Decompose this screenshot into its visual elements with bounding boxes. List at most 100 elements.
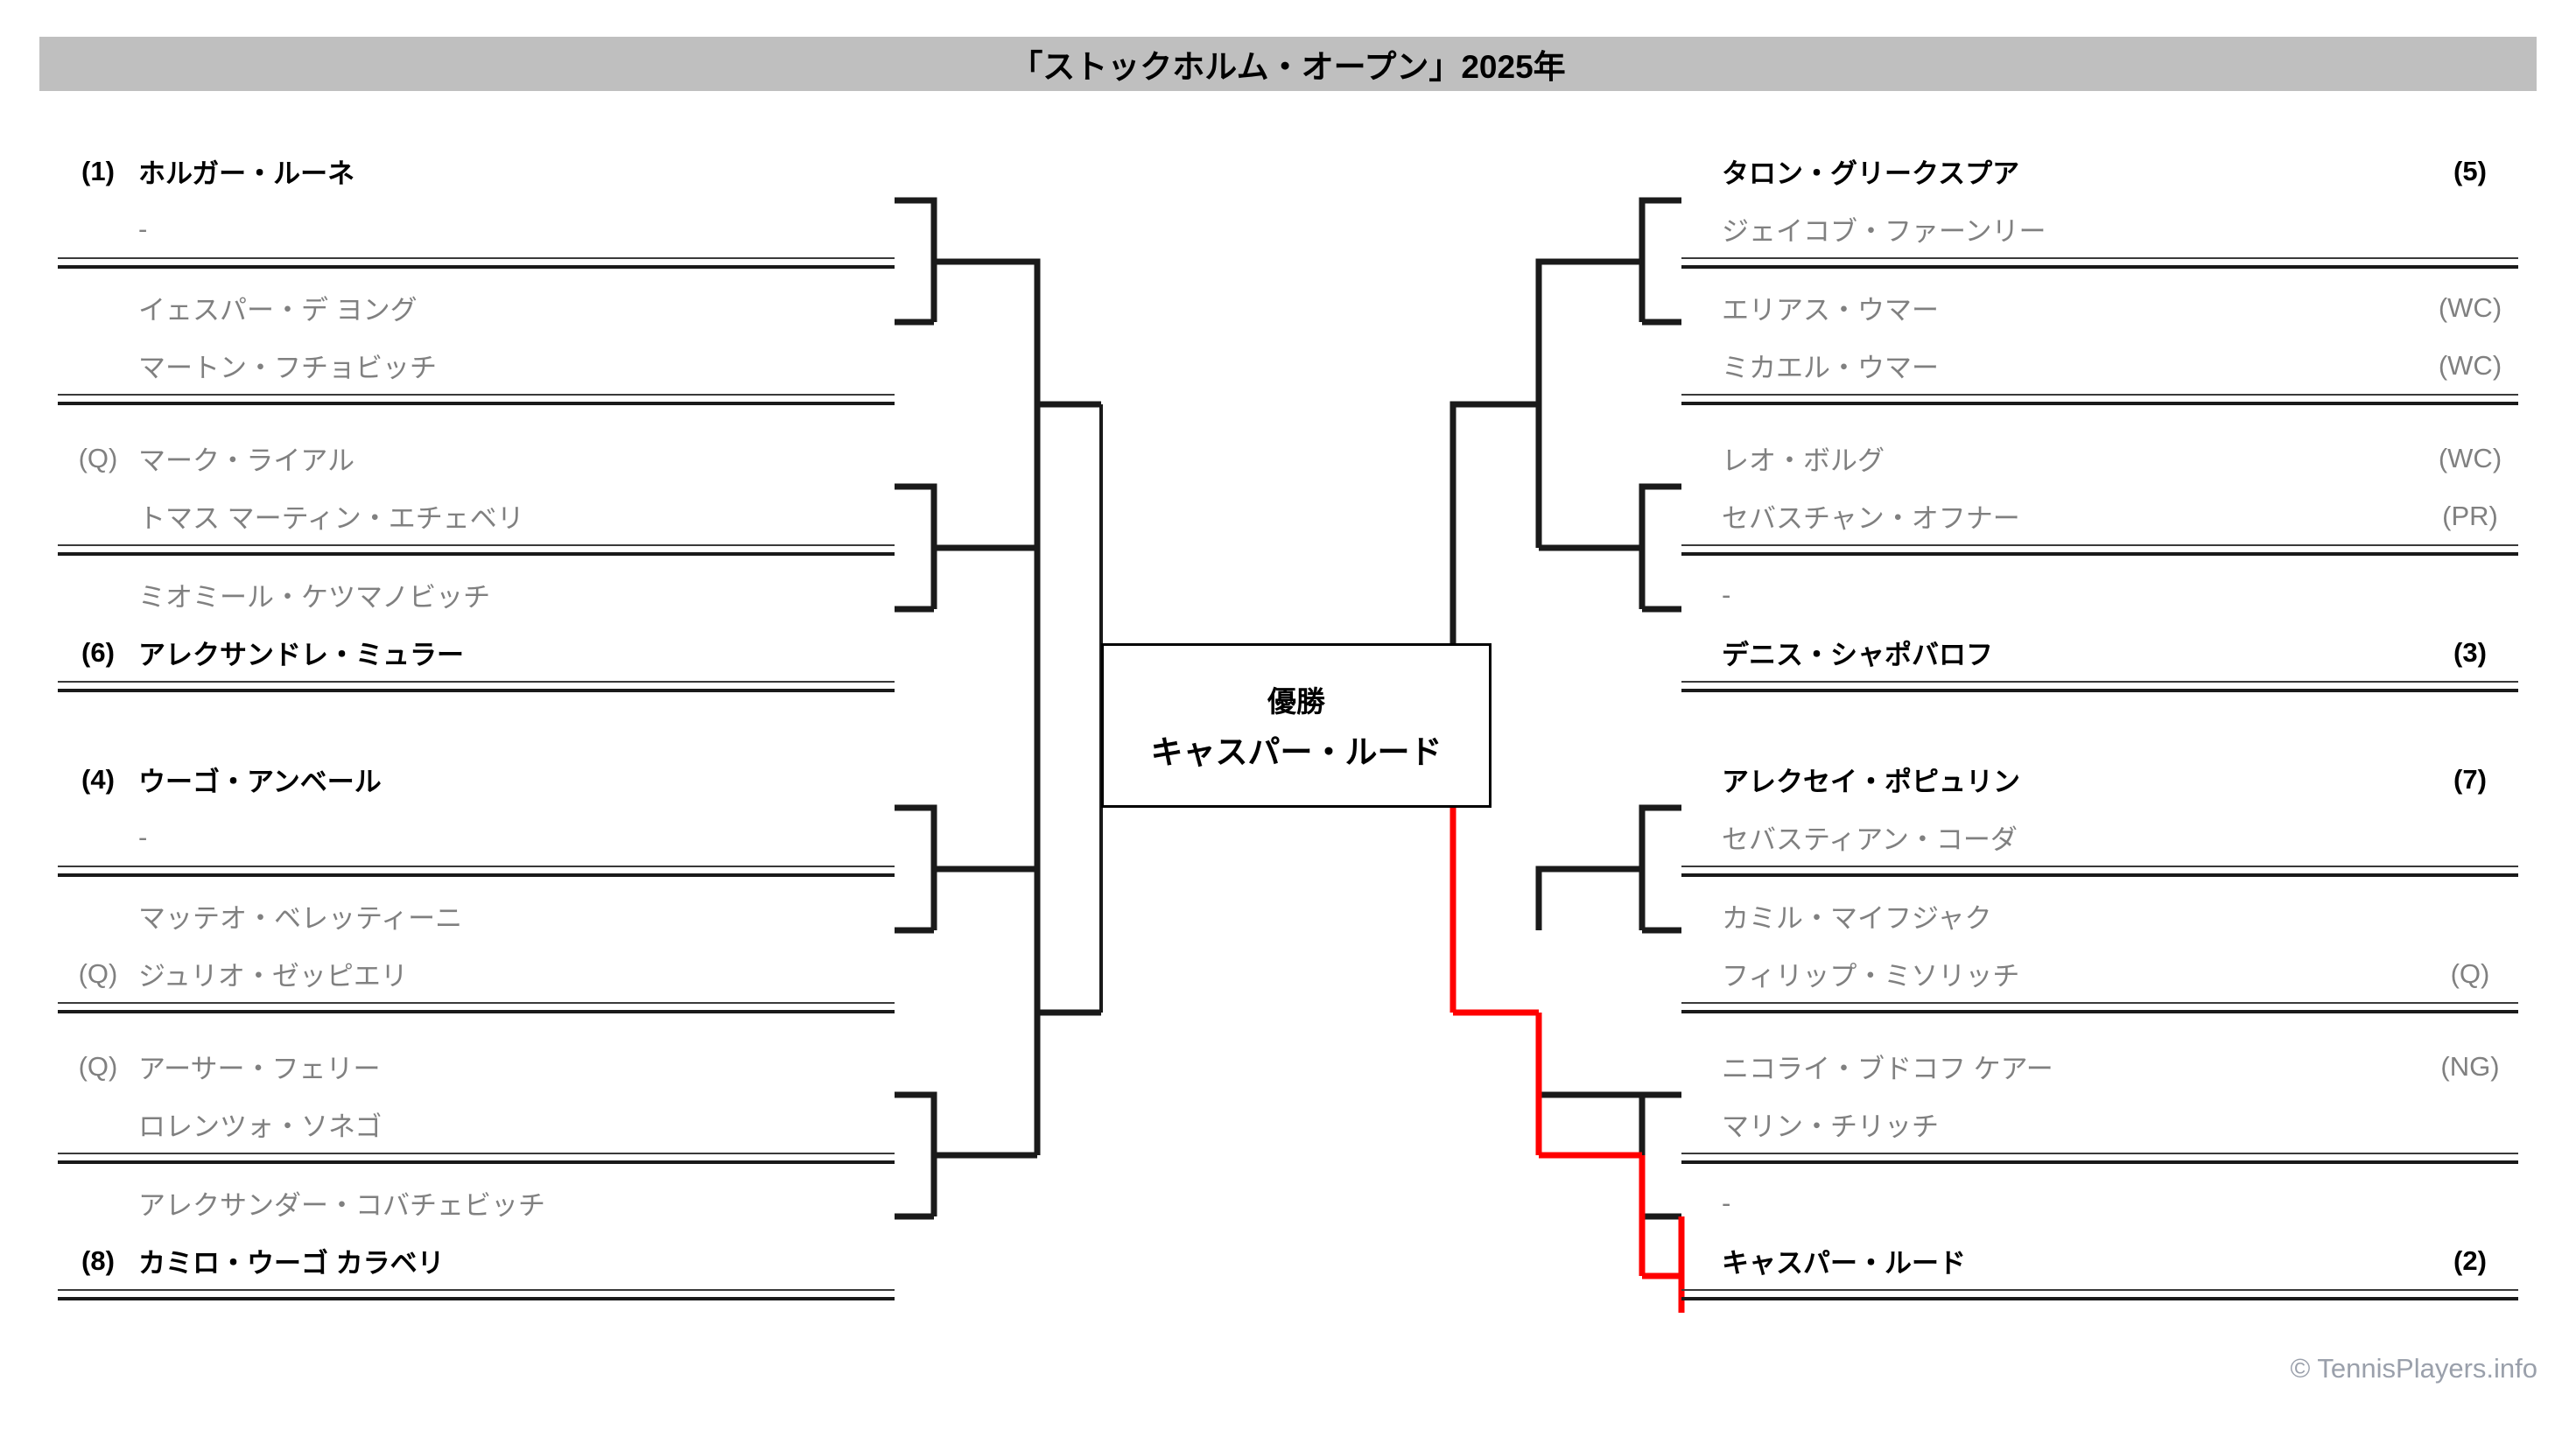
match-block[interactable]: (Q) アーサー・フェリー ロレンツォ・ソネゴ xyxy=(58,1037,895,1158)
match-block[interactable]: - デニス・シャポバロフ (3) xyxy=(1681,565,2518,686)
player-row[interactable]: トマス マーティン・エチェベリ xyxy=(58,487,895,546)
player-row[interactable]: レオ・ボルグ (WC) xyxy=(1681,429,2518,487)
match-block[interactable]: イェスパー・デ ヨング マートン・フチョビッチ xyxy=(58,278,895,399)
copyright-notice: © TennisPlayers.info xyxy=(2290,1353,2537,1384)
player-row[interactable]: ミオミール・ケツマノビッチ xyxy=(58,565,895,624)
player-row[interactable]: ミカエル・ウマー (WC) xyxy=(1681,337,2518,396)
player-row[interactable]: ロレンツォ・ソネゴ xyxy=(58,1096,895,1154)
player-name: ジェイコブ・ファーンリー xyxy=(1722,216,2046,247)
player-row[interactable]: セバスティアン・コーダ xyxy=(1681,809,2518,867)
player-name: マーク・ライアル xyxy=(138,445,355,476)
block-underline xyxy=(58,873,895,877)
block-underline xyxy=(1681,552,2518,556)
player-row[interactable]: キャスパー・ルード (2) xyxy=(1681,1232,2518,1291)
seed-label: (8) xyxy=(81,1244,115,1276)
block-underline xyxy=(1681,265,2518,269)
champion-box: 優勝 キャスパー・ルード xyxy=(1101,643,1492,808)
player-name: ホルガー・ルーネ xyxy=(138,158,355,189)
player-name: ウーゴ・アンベール xyxy=(138,767,382,797)
tournament-header: 「ストックホルム・オープン」2025年 xyxy=(39,37,2537,91)
match-block[interactable]: - キャスパー・ルード (2) xyxy=(1681,1174,2518,1294)
player-row[interactable]: - xyxy=(1681,565,2518,624)
player-name: アレクサンドレ・ミュラー xyxy=(138,640,464,670)
player-name: フィリップ・ミソリッチ xyxy=(1722,961,2020,992)
block-underline xyxy=(58,689,895,692)
seed-label: (4) xyxy=(81,763,115,795)
match-block[interactable]: エリアス・ウマー (WC) ミカエル・ウマー (WC) xyxy=(1681,278,2518,399)
player-row[interactable]: (Q) アーサー・フェリー xyxy=(58,1037,895,1096)
player-row[interactable]: (Q) マーク・ライアル xyxy=(58,429,895,487)
match-block[interactable]: アレクサンダー・コバチェビッチ (8) カミロ・ウーゴ カラベリ xyxy=(58,1174,895,1294)
player-name: カミロ・ウーゴ カラベリ xyxy=(138,1248,445,1279)
seed-label: (Q) xyxy=(2450,957,2490,989)
player-name: マリン・チリッチ xyxy=(1722,1111,1939,1142)
player-row[interactable]: フィリップ・ミソリッチ (Q) xyxy=(1681,945,2518,1004)
player-name: ロレンツォ・ソネゴ xyxy=(138,1111,383,1142)
champion-label: 優勝 xyxy=(1267,685,1325,718)
match-block[interactable]: ミオミール・ケツマノビッチ (6) アレクサンドレ・ミュラー xyxy=(58,565,895,686)
seed-label: (5) xyxy=(2453,155,2487,186)
match-block[interactable]: アレクセイ・ポピュリン (7) セバスティアン・コーダ xyxy=(1681,750,2518,871)
player-row[interactable]: マリン・チリッチ xyxy=(1681,1096,2518,1154)
player-row[interactable]: セバスチャン・オフナー (PR) xyxy=(1681,487,2518,546)
player-row[interactable]: (4) ウーゴ・アンベール xyxy=(58,750,895,809)
player-name: マートン・フチョビッチ xyxy=(138,353,437,383)
player-name: セバスティアン・コーダ xyxy=(1722,824,2018,855)
block-underline xyxy=(1681,402,2518,405)
player-row[interactable]: - xyxy=(58,200,895,259)
player-row[interactable]: - xyxy=(1681,1174,2518,1232)
player-name: エリアス・ウマー xyxy=(1722,295,1939,326)
match-block[interactable]: (4) ウーゴ・アンベール - xyxy=(58,750,895,871)
block-underline xyxy=(1681,689,2518,692)
player-name: - xyxy=(138,213,148,244)
player-name: - xyxy=(1722,1187,1731,1218)
match-block[interactable]: カミル・マイフジャク フィリップ・ミソリッチ (Q) xyxy=(1681,887,2518,1007)
block-underline xyxy=(1681,873,2518,877)
player-row[interactable]: アレクサンダー・コバチェビッチ xyxy=(58,1174,895,1232)
match-block[interactable]: タロン・グリークスプア (5) ジェイコブ・ファーンリー xyxy=(1681,142,2518,263)
seed-label: (Q) xyxy=(78,1050,118,1082)
player-row[interactable]: デニス・シャポバロフ (3) xyxy=(1681,624,2518,683)
block-underline xyxy=(1681,1010,2518,1013)
player-name: マッテオ・ベレッティーニ xyxy=(138,903,463,934)
player-name: アレクセイ・ポピュリン xyxy=(1722,767,2020,797)
player-row[interactable]: (Q) ジュリオ・ゼッピエリ xyxy=(58,945,895,1004)
match-block[interactable]: ニコライ・ブドコフ ケアー (NG) マリン・チリッチ xyxy=(1681,1037,2518,1158)
seed-label: (1) xyxy=(81,155,115,186)
match-block[interactable]: (Q) マーク・ライアル トマス マーティン・エチェベリ xyxy=(58,429,895,550)
player-row[interactable]: カミル・マイフジャク xyxy=(1681,887,2518,945)
player-row[interactable]: (8) カミロ・ウーゴ カラベリ xyxy=(58,1232,895,1291)
player-row[interactable]: アレクセイ・ポピュリン (7) xyxy=(1681,750,2518,809)
seed-label: (Q) xyxy=(78,957,118,989)
player-name: アーサー・フェリー xyxy=(138,1054,381,1084)
player-name: ジュリオ・ゼッピエリ xyxy=(138,961,408,992)
player-row[interactable]: タロン・グリークスプア (5) xyxy=(1681,142,2518,200)
player-name: セバスチャン・オフナー xyxy=(1722,503,2020,534)
player-row[interactable]: ジェイコブ・ファーンリー xyxy=(1681,200,2518,259)
block-underline xyxy=(1681,1297,2518,1300)
seed-label: (Q) xyxy=(78,442,118,473)
player-name: アレクサンダー・コバチェビッチ xyxy=(138,1190,545,1221)
block-underline xyxy=(58,402,895,405)
player-row[interactable]: (1) ホルガー・ルーネ xyxy=(58,142,895,200)
player-name: - xyxy=(138,821,148,852)
player-row[interactable]: マートン・フチョビッチ xyxy=(58,337,895,396)
match-block[interactable]: マッテオ・ベレッティーニ (Q) ジュリオ・ゼッピエリ xyxy=(58,887,895,1007)
player-row[interactable]: (6) アレクサンドレ・ミュラー xyxy=(58,624,895,683)
player-row[interactable]: ニコライ・ブドコフ ケアー (NG) xyxy=(1681,1037,2518,1096)
player-name: カミル・マイフジャク xyxy=(1722,903,1992,934)
player-row[interactable]: イェスパー・デ ヨング xyxy=(58,278,895,337)
player-name: タロン・グリークスプア xyxy=(1722,158,2020,189)
block-underline xyxy=(58,1010,895,1013)
player-row[interactable]: エリアス・ウマー (WC) xyxy=(1681,278,2518,337)
player-row[interactable]: マッテオ・ベレッティーニ xyxy=(58,887,895,945)
player-row[interactable]: - xyxy=(58,809,895,867)
seed-label: (2) xyxy=(2453,1244,2487,1276)
player-name: ミオミール・ケツマノビッチ xyxy=(138,582,491,613)
block-underline xyxy=(1681,1160,2518,1164)
match-block[interactable]: (1) ホルガー・ルーネ - xyxy=(58,142,895,263)
match-block[interactable]: レオ・ボルグ (WC) セバスチャン・オフナー (PR) xyxy=(1681,429,2518,550)
player-name: デニス・シャポバロフ xyxy=(1722,640,1993,670)
player-name: ニコライ・ブドコフ ケアー xyxy=(1722,1054,2053,1084)
